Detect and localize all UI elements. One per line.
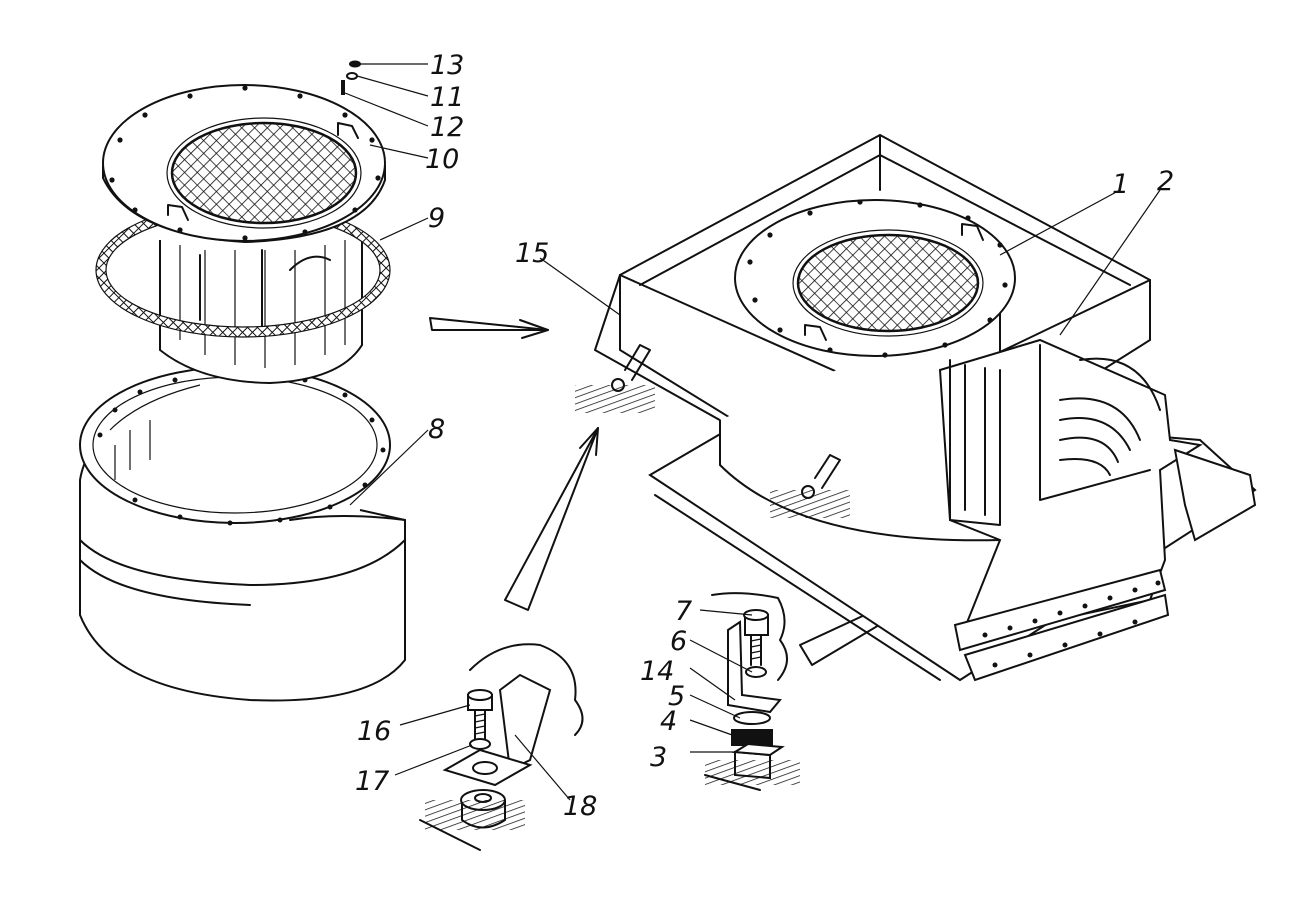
label-8: 8	[428, 414, 445, 445]
housing-8	[79, 366, 406, 702]
label-5: 5	[668, 681, 685, 712]
filter-cartridge	[159, 240, 363, 385]
label-17: 17	[355, 766, 389, 797]
callout-labels: 13 11 12 10 9 8 15 1 2 7 6 14 5 4 3 16 1…	[355, 50, 1174, 822]
label-12: 12	[430, 112, 464, 143]
label-11: 11	[430, 82, 464, 113]
duct-2	[938, 338, 1257, 682]
label-2: 2	[1157, 166, 1174, 197]
frame-clamps	[575, 344, 850, 518]
label-9: 9	[428, 203, 445, 234]
label-15: 15	[515, 238, 549, 269]
lid-bolts	[109, 85, 381, 241]
label-7: 7	[675, 596, 692, 627]
label-6: 6	[670, 626, 687, 657]
label-14: 14	[640, 656, 674, 687]
label-13: 13	[430, 50, 464, 81]
label-10: 10	[425, 144, 459, 175]
label-4: 4	[660, 706, 677, 737]
detail-mount-16-17-18	[419, 643, 584, 851]
small-fasteners	[341, 60, 361, 95]
cover-bolts	[747, 199, 1008, 358]
label-16: 16	[357, 716, 391, 747]
detail-mount-3-7-14	[704, 592, 800, 791]
assembled-unit	[575, 133, 1257, 682]
left-exploded-filter	[79, 60, 406, 702]
lid-10	[102, 84, 386, 244]
leader-lines	[344, 63, 1161, 801]
label-3: 3	[650, 742, 667, 773]
label-18: 18	[563, 791, 597, 822]
duct-flange-bolts	[982, 580, 1161, 668]
label-1: 1	[1112, 169, 1129, 200]
